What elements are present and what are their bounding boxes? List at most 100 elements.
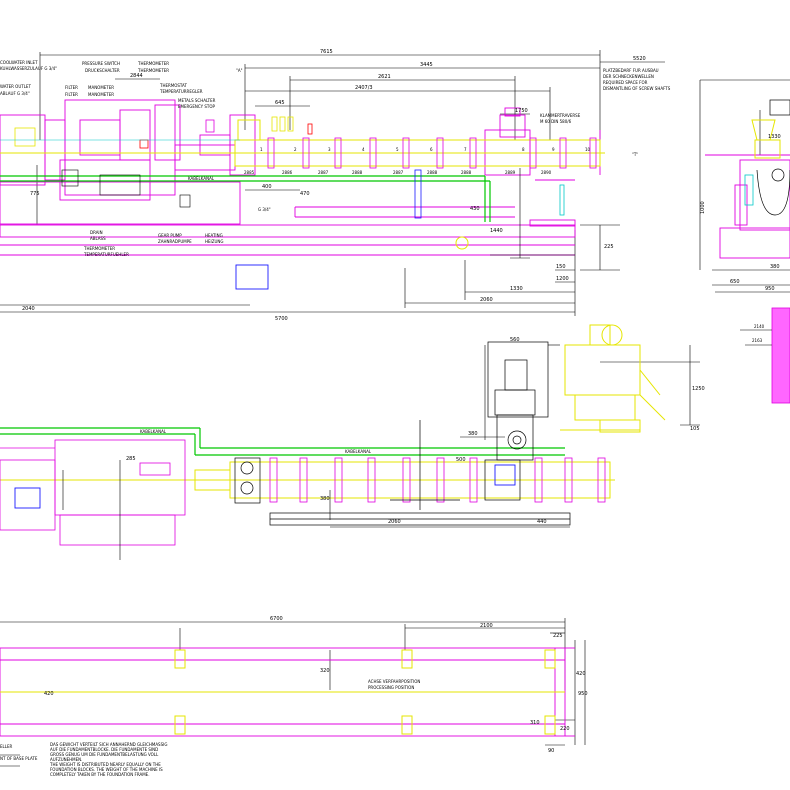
top-barrel — [0, 119, 605, 167]
top-cable-duct — [0, 175, 491, 222]
base-dim-310: 310 — [530, 720, 540, 726]
clamp-de-label: M 60 DIN 580/6 — [540, 119, 572, 124]
top-instruments — [0, 116, 575, 290]
gear-pump-de-label: ZAHNRADPUMPE — [158, 239, 192, 244]
notes: ELLER NT OF BASE PLATE DAS GEWICHT VERTE… — [0, 742, 167, 777]
top-segment-labels: 2885 2886 2887 2888 2887 2888 2888 2889 … — [244, 170, 552, 175]
base-dim-420: 420 — [576, 671, 586, 677]
end-dim-2163: 2163 — [752, 338, 763, 343]
side-motor-unit — [560, 324, 666, 433]
segment-label: 2886 — [282, 170, 293, 175]
barrel-number: 2 — [294, 147, 297, 152]
barrel-number: 6 — [430, 147, 433, 152]
barrel-number: 8 — [522, 147, 525, 152]
note-line-2: AUF DIE FUNDAMENTBLOCKE. DIE FUNDAMENTE … — [50, 747, 158, 752]
dim-3445: 3445 — [420, 62, 433, 68]
dim-1200: 1200 — [556, 276, 569, 282]
barrel-number: 3 — [328, 147, 331, 152]
top-heater-bands — [267, 137, 597, 169]
end-dim-1000: 1000 — [700, 201, 706, 214]
metal-detector-label: METALS SCHALTER — [178, 98, 216, 103]
section-marker — [771, 307, 790, 404]
space-note-2: DER SCHNECKENWELLEN — [603, 74, 654, 79]
view-a-label: "A" — [236, 68, 243, 73]
end-dimension-lines — [699, 79, 790, 293]
side-dim-500: 500 — [456, 457, 466, 463]
barrel-number: 9 — [552, 147, 555, 152]
thermometer2-de-label: TEMPERATURFUEHLER — [83, 252, 129, 257]
end-dim-380: 380 — [770, 264, 780, 270]
note-line-7: COMPLETELY TAKEN BY THE FOUNDATION FRAME… — [50, 772, 149, 777]
dim-645: 645 — [275, 100, 285, 106]
legend-line-1: ELLER — [0, 744, 13, 749]
note-line-5: THE WEIGHT IS DISTRIBUTED NEARLY EQUALLY… — [49, 762, 161, 767]
side-heater-bands — [0, 439, 606, 546]
dim-2060: 2060 — [480, 297, 493, 303]
barrel-number: 1 — [260, 147, 263, 152]
thermometer-de-label: THERMOMETER — [137, 68, 169, 73]
barrel-number: 7 — [464, 147, 467, 152]
pressure-switch-de-label: DRUCKSCHALTER — [85, 68, 120, 73]
base-view: 6700 2100 225 320 420 420 950 220 90 310… — [0, 616, 588, 754]
top-labels: COOLWATER INLET KUHLWASSERZULAUF G 3/4" … — [0, 60, 671, 257]
segment-label: 2889 — [505, 170, 516, 175]
note-line-1: DAS GEWICHT VERTEILT SICH ANNAHERND GLEI… — [50, 742, 167, 747]
side-dim-105: 105 — [690, 426, 700, 432]
side-kabelkanal-b: KABELKANAL — [345, 449, 372, 454]
top-view: COOLWATER INLET KUHLWASSERZULAUF G 3/4" … — [0, 49, 671, 322]
drain-de-label: ABLASS — [90, 236, 106, 241]
dim-2621: 2621 — [378, 74, 391, 80]
water-outlet-de-label: ABLAUF G 3/4" — [0, 91, 30, 96]
drain-label: DRAIN — [90, 230, 103, 235]
base-dim-220: 220 — [560, 726, 570, 732]
base-foundation-blocks — [0, 649, 565, 735]
base-dim-320: 320 — [320, 668, 330, 674]
barrel-number: 4 — [362, 147, 365, 152]
side-dimension-lines — [62, 344, 700, 560]
side-machinery — [234, 341, 571, 526]
dim-1440: 1440 — [490, 228, 503, 234]
space-note-3: REQUIRED SPACE FOR — [603, 80, 648, 85]
dim-225: 225 — [604, 244, 614, 250]
end-dim-2140: 2140 — [754, 324, 765, 329]
dim-1750: 1750 — [515, 108, 528, 114]
dim-430: 430 — [470, 206, 480, 212]
view-t-label: "T" — [632, 152, 638, 157]
dim-2040: 2040 — [22, 306, 35, 312]
base-dim-6700: 6700 — [270, 616, 283, 622]
top-dimension-values: 7615 5520 3445 2621 2407/3 2844 645 1750… — [22, 49, 646, 322]
side-detail-box-left — [14, 487, 41, 509]
side-dim-440: 440 — [537, 519, 547, 525]
segment-label: 2885 — [244, 170, 255, 175]
base-dim-2100: 2100 — [480, 623, 493, 629]
legend-line-2: NT OF BASE PLATE — [0, 756, 38, 761]
end-dim-650: 650 — [730, 279, 740, 285]
end-hopper — [751, 119, 781, 159]
pivot-label: ACHSE VERFAHRPOSITION — [368, 679, 420, 684]
side-kabelkanal-a: KABELKANAL — [140, 429, 167, 434]
segment-label: 2887 — [393, 170, 404, 175]
base-dim-280: 420 — [44, 691, 54, 697]
base-dim-90: 90 — [548, 748, 554, 754]
side-dim-2060: 2060 — [388, 519, 401, 525]
end-detail — [744, 174, 754, 206]
dim-5520: 5520 — [633, 56, 646, 62]
coolwater-inlet-label: COOLWATER INLET — [0, 60, 38, 65]
thermometer-label: THERMOMETER — [137, 61, 169, 66]
space-note-4: DISMANTLING OF SCREW SHAFTS — [603, 86, 671, 91]
water-outlet-label: WATER OUTLET — [0, 84, 31, 89]
top-dimension-lines — [0, 50, 665, 316]
base-dim-950: 950 — [578, 691, 588, 697]
note-line-4: AUFZUNEHMEN. — [50, 757, 82, 762]
end-view: 1330 1000 650 950 380 2140 2163 — [699, 79, 790, 404]
dim-2407: 2407/3 — [355, 85, 373, 91]
thermostat-label: THERMOSTAT — [159, 83, 187, 88]
filter-de-label: FILTER — [65, 92, 78, 97]
pivot-label-2: PROCESSING POSITION — [368, 685, 414, 690]
end-body — [756, 99, 790, 216]
manometer-de-label: MANOMETER — [88, 92, 114, 97]
dim-2844: 2844 — [130, 73, 143, 79]
top-barrel-numbers: 1 2 3 4 5 6 7 8 9 10 — [260, 147, 591, 152]
